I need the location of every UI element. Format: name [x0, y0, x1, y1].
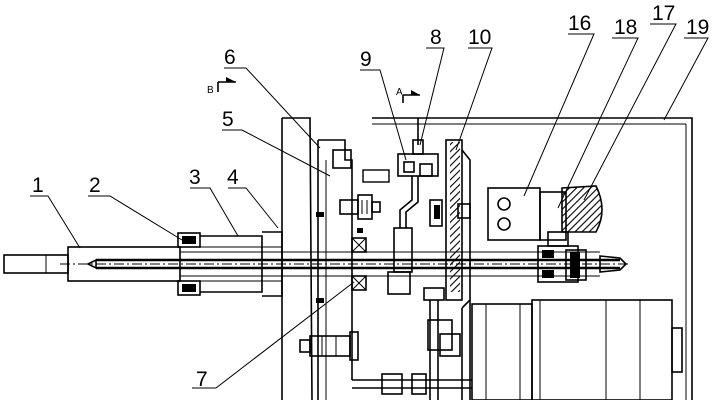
- motor: [471, 299, 683, 400]
- section-label-a: A: [396, 87, 403, 98]
- part-label-5: 5: [222, 108, 234, 131]
- valve-assembly: [387, 118, 439, 295]
- part-label-17: 17: [652, 2, 675, 25]
- part-label-1: 1: [32, 174, 44, 197]
- housing: [372, 117, 693, 400]
- hatched-section: [561, 185, 603, 233]
- sleeve: [200, 231, 283, 297]
- part-label-4: 4: [227, 166, 239, 189]
- gear-disk: [423, 139, 471, 400]
- part-label-19: 19: [686, 16, 709, 39]
- part-label-7: 7: [196, 368, 208, 391]
- section-arrow-b: B: [207, 77, 236, 96]
- part-labels: 1 2 3 4 5 6 7 8 9 10 16 17 18 19: [32, 2, 709, 391]
- part-label-18: 18: [614, 16, 637, 39]
- central-shaft: [3, 246, 630, 282]
- part-label-3: 3: [189, 166, 201, 189]
- plate-bolts: [299, 169, 390, 361]
- bearings: [316, 212, 367, 303]
- part-label-9: 9: [360, 48, 372, 71]
- part-label-8: 8: [430, 26, 442, 49]
- leader-lines: [30, 23, 709, 389]
- part-label-2: 2: [89, 174, 101, 197]
- rear-coupling: [537, 245, 587, 283]
- clutch-block: [487, 187, 569, 247]
- section-arrow-a: A: [396, 87, 420, 103]
- part-label-6: 6: [224, 46, 236, 69]
- part-label-10: 10: [468, 26, 491, 49]
- base-rails: [352, 373, 472, 395]
- nut: [177, 232, 201, 296]
- section-label-b: B: [207, 85, 214, 96]
- part-label-16: 16: [568, 12, 591, 35]
